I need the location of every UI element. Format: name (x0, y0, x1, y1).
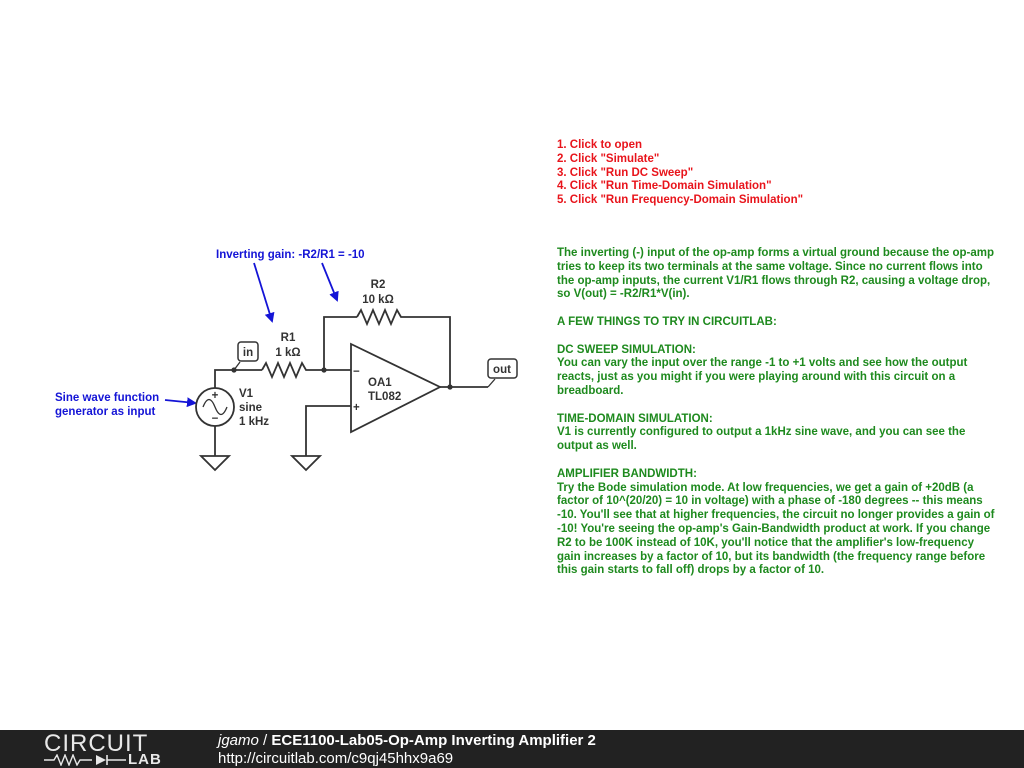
net-label-in[interactable]: in (233, 341, 259, 371)
step-item: 1. Click to open (557, 139, 642, 151)
net-label-out-text: out (493, 364, 511, 376)
source-plus-sign: + (212, 390, 219, 402)
gain-annotation: Inverting gain: -R2/R1 = -10 (216, 249, 365, 261)
author-link[interactable]: jgamo (218, 732, 259, 749)
voltage-source-v1[interactable]: + − V1 sine 1 kHz (195, 387, 269, 428)
dc-sweep-heading: DC SWEEP SIMULATION: (557, 343, 696, 356)
footer-bar: CIRCUIT LAB jgamo / ECE1100-Lab05-Op-Amp… (0, 730, 1024, 768)
resistor-r2[interactable]: R2 10 kΩ (356, 279, 403, 327)
net-label-out[interactable]: out (487, 358, 518, 388)
junction-dot-output (447, 384, 453, 390)
circuit-url-link[interactable]: http://circuitlab.com/c9qj45hhx9a69 (218, 750, 454, 767)
sine-wave-icon (202, 398, 228, 416)
source-minus-sign: − (212, 413, 219, 425)
dc-sweep-text: You can vary the input over the range -1… (557, 357, 968, 397)
bandwidth-text: Try the Bode simulation mode. At low fre… (557, 481, 995, 577)
step-item: 5. Click "Run Frequency-Domain Simulatio… (557, 194, 804, 207)
wires (214, 316, 488, 456)
step-item: 4. Click "Run Time-Domain Simulation" (557, 180, 772, 193)
time-domain-text: V1 is currently configured to output a 1… (557, 426, 966, 453)
source-annotation-arrow (164, 397, 197, 408)
circuit-schematic: Inverting gain: -R2/R1 = -10 Sine wave f… (55, 249, 518, 472)
instruction-steps: 1. Click to open 2. Click "Simulate" 3. … (557, 139, 803, 208)
gain-annotation-arrow (253, 262, 275, 323)
logo-text-circuit: CIRCUIT (44, 730, 149, 757)
circuit-title: jgamo / ECE1100-Lab05-Op-Amp Inverting A… (218, 732, 596, 749)
opamp-plus-sign: + (353, 402, 360, 414)
logo-text-lab: LAB (128, 751, 162, 768)
time-domain-heading: TIME-DOMAIN SIMULATION: (557, 412, 713, 425)
circuit-name: ECE1100-Lab05-Op-Amp Inverting Amplifier… (271, 732, 596, 749)
junction-dot-inverting (321, 367, 327, 373)
net-label-in-text: in (243, 347, 253, 359)
description-intro: The inverting (-) input of the op-amp fo… (557, 247, 995, 301)
r2-name: R2 (371, 279, 386, 291)
r2-value: 10 kΩ (362, 294, 394, 306)
opamp-name: OA1 (368, 377, 392, 389)
resistor-r1[interactable]: R1 1 kΩ (261, 332, 309, 380)
title-separator: / (258, 732, 272, 749)
step-item: 3. Click "Run DC Sweep" (557, 166, 694, 179)
opamp-minus-sign: − (353, 366, 360, 378)
v1-type: sine (239, 402, 262, 414)
r1-name: R1 (281, 332, 296, 344)
resistor-wave-icon (44, 754, 126, 766)
step-item: 2. Click "Simulate" (557, 152, 660, 165)
circuit-description: The inverting (-) input of the op-amp fo… (557, 247, 997, 592)
v1-name: V1 (239, 388, 254, 400)
gain-annotation-arrow-r2 (321, 262, 339, 302)
bandwidth-heading: AMPLIFIER BANDWIDTH: (557, 467, 697, 480)
opamp-oa1[interactable]: − + OA1 TL082 (350, 342, 443, 434)
opamp-model: TL082 (368, 391, 401, 403)
things-to-try-heading: A FEW THINGS TO TRY IN CIRCUITLAB: (557, 315, 777, 328)
r1-value: 1 kΩ (275, 347, 300, 359)
v1-frequency: 1 kHz (239, 416, 269, 428)
source-annotation-line1: Sine wave function (55, 392, 159, 404)
ground-icon (198, 455, 232, 472)
ground-icon (289, 455, 323, 472)
circuitlab-logo[interactable]: CIRCUIT LAB (44, 730, 184, 768)
source-annotation-line2: generator as input (55, 406, 155, 418)
